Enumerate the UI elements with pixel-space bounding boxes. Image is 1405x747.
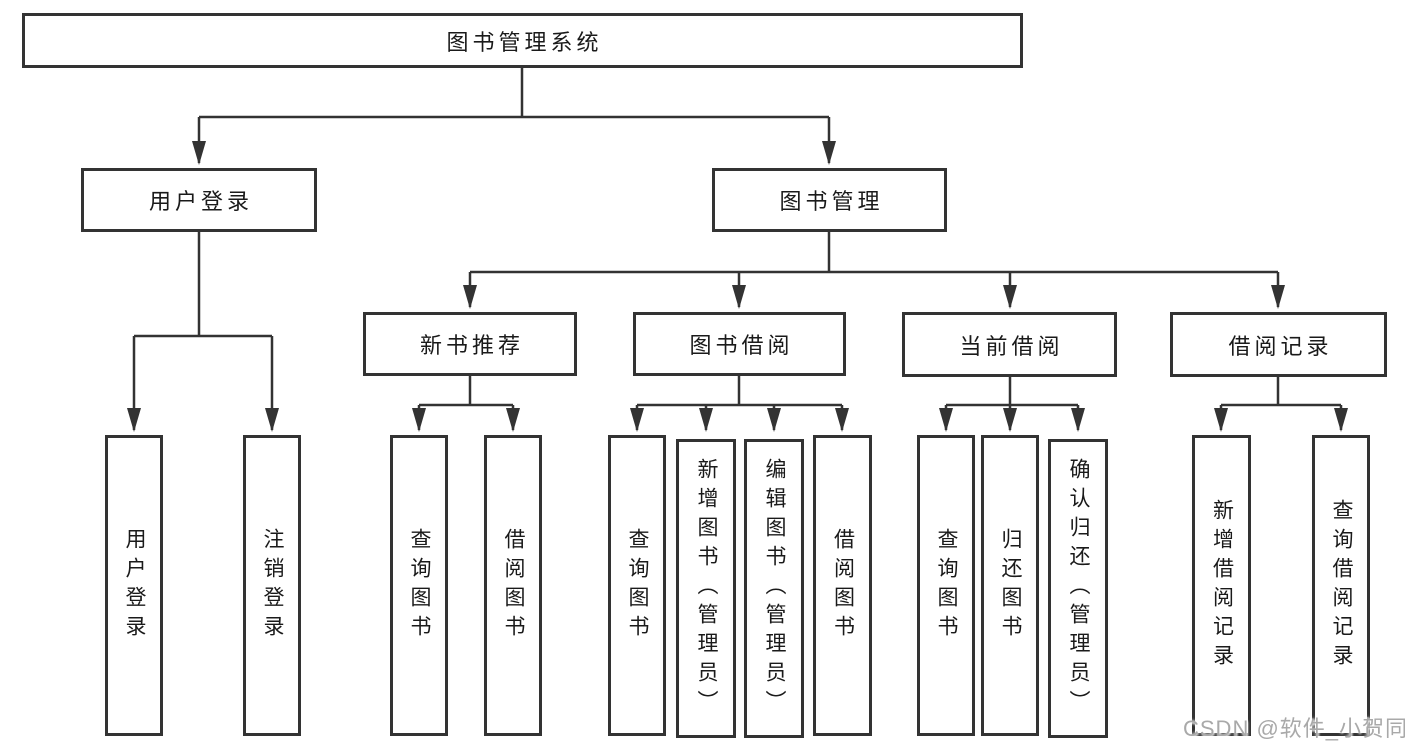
leaf-current-query-books-label: 查询图书	[935, 527, 958, 644]
leaf-user-login-label: 用户登录	[123, 527, 146, 644]
leaf-newrec-borrow-books: 借阅图书	[484, 435, 542, 736]
node-book-management-label: 图书管理	[779, 189, 884, 214]
node-root-label: 图书管理系统	[446, 29, 603, 55]
leaf-current-query-books: 查询图书	[917, 435, 975, 736]
leaf-record-query-record: 查询借阅记录	[1312, 435, 1370, 736]
node-new-book-recommend: 新书推荐	[363, 312, 577, 376]
node-borrow-record-label: 借阅记录	[1228, 333, 1333, 359]
node-user-login-label: 用户登录	[148, 189, 253, 214]
leaf-logout-label: 注销登录	[261, 527, 284, 644]
leaf-newrec-borrow-books-label: 借阅图书	[502, 527, 525, 644]
leaf-borrow-query-books: 查询图书	[608, 435, 666, 736]
leaf-current-return-books: 归还图书	[981, 435, 1039, 736]
leaf-record-query-record-label: 查询借阅记录	[1330, 498, 1353, 673]
node-current-borrow: 当前借阅	[902, 312, 1117, 377]
node-book-management: 图书管理	[712, 168, 947, 232]
leaf-newrec-query-books: 查询图书	[390, 435, 448, 736]
leaf-newrec-query-books-label: 查询图书	[408, 527, 431, 644]
leaf-logout: 注销登录	[243, 435, 301, 736]
leaf-current-confirm-return: 确认归还（管理员）	[1048, 439, 1108, 738]
csdn-watermark: CSDN @软件_小贺同学	[1183, 716, 1405, 741]
node-book-borrow-label: 图书借阅	[689, 333, 794, 358]
leaf-current-return-books-label: 归还图书	[999, 527, 1022, 644]
node-root: 图书管理系统	[22, 13, 1023, 68]
leaf-current-confirm-return-label: 确认归还（管理员）	[1067, 458, 1090, 719]
leaf-user-login: 用户登录	[105, 435, 163, 736]
node-book-borrow: 图书借阅	[633, 312, 846, 376]
node-new-book-recommend-label: 新书推荐	[419, 333, 524, 358]
leaf-borrow-edit-books-label: 编辑图书（管理员）	[763, 458, 786, 719]
node-user-login: 用户登录	[81, 168, 317, 232]
node-current-borrow-label: 当前借阅	[959, 333, 1064, 359]
node-borrow-record: 借阅记录	[1170, 312, 1387, 377]
leaf-borrow-edit-books: 编辑图书（管理员）	[744, 439, 804, 738]
leaf-borrow-query-books-label: 查询图书	[626, 527, 649, 644]
leaf-borrow-borrow-books: 借阅图书	[813, 435, 872, 736]
leaf-record-add-record-label: 新增借阅记录	[1210, 498, 1234, 673]
leaf-borrow-add-books-label: 新增图书（管理员）	[695, 458, 718, 719]
leaf-borrow-borrow-books-label: 借阅图书	[831, 527, 855, 644]
leaf-record-add-record: 新增借阅记录	[1192, 435, 1251, 736]
leaf-borrow-add-books: 新增图书（管理员）	[676, 439, 736, 738]
